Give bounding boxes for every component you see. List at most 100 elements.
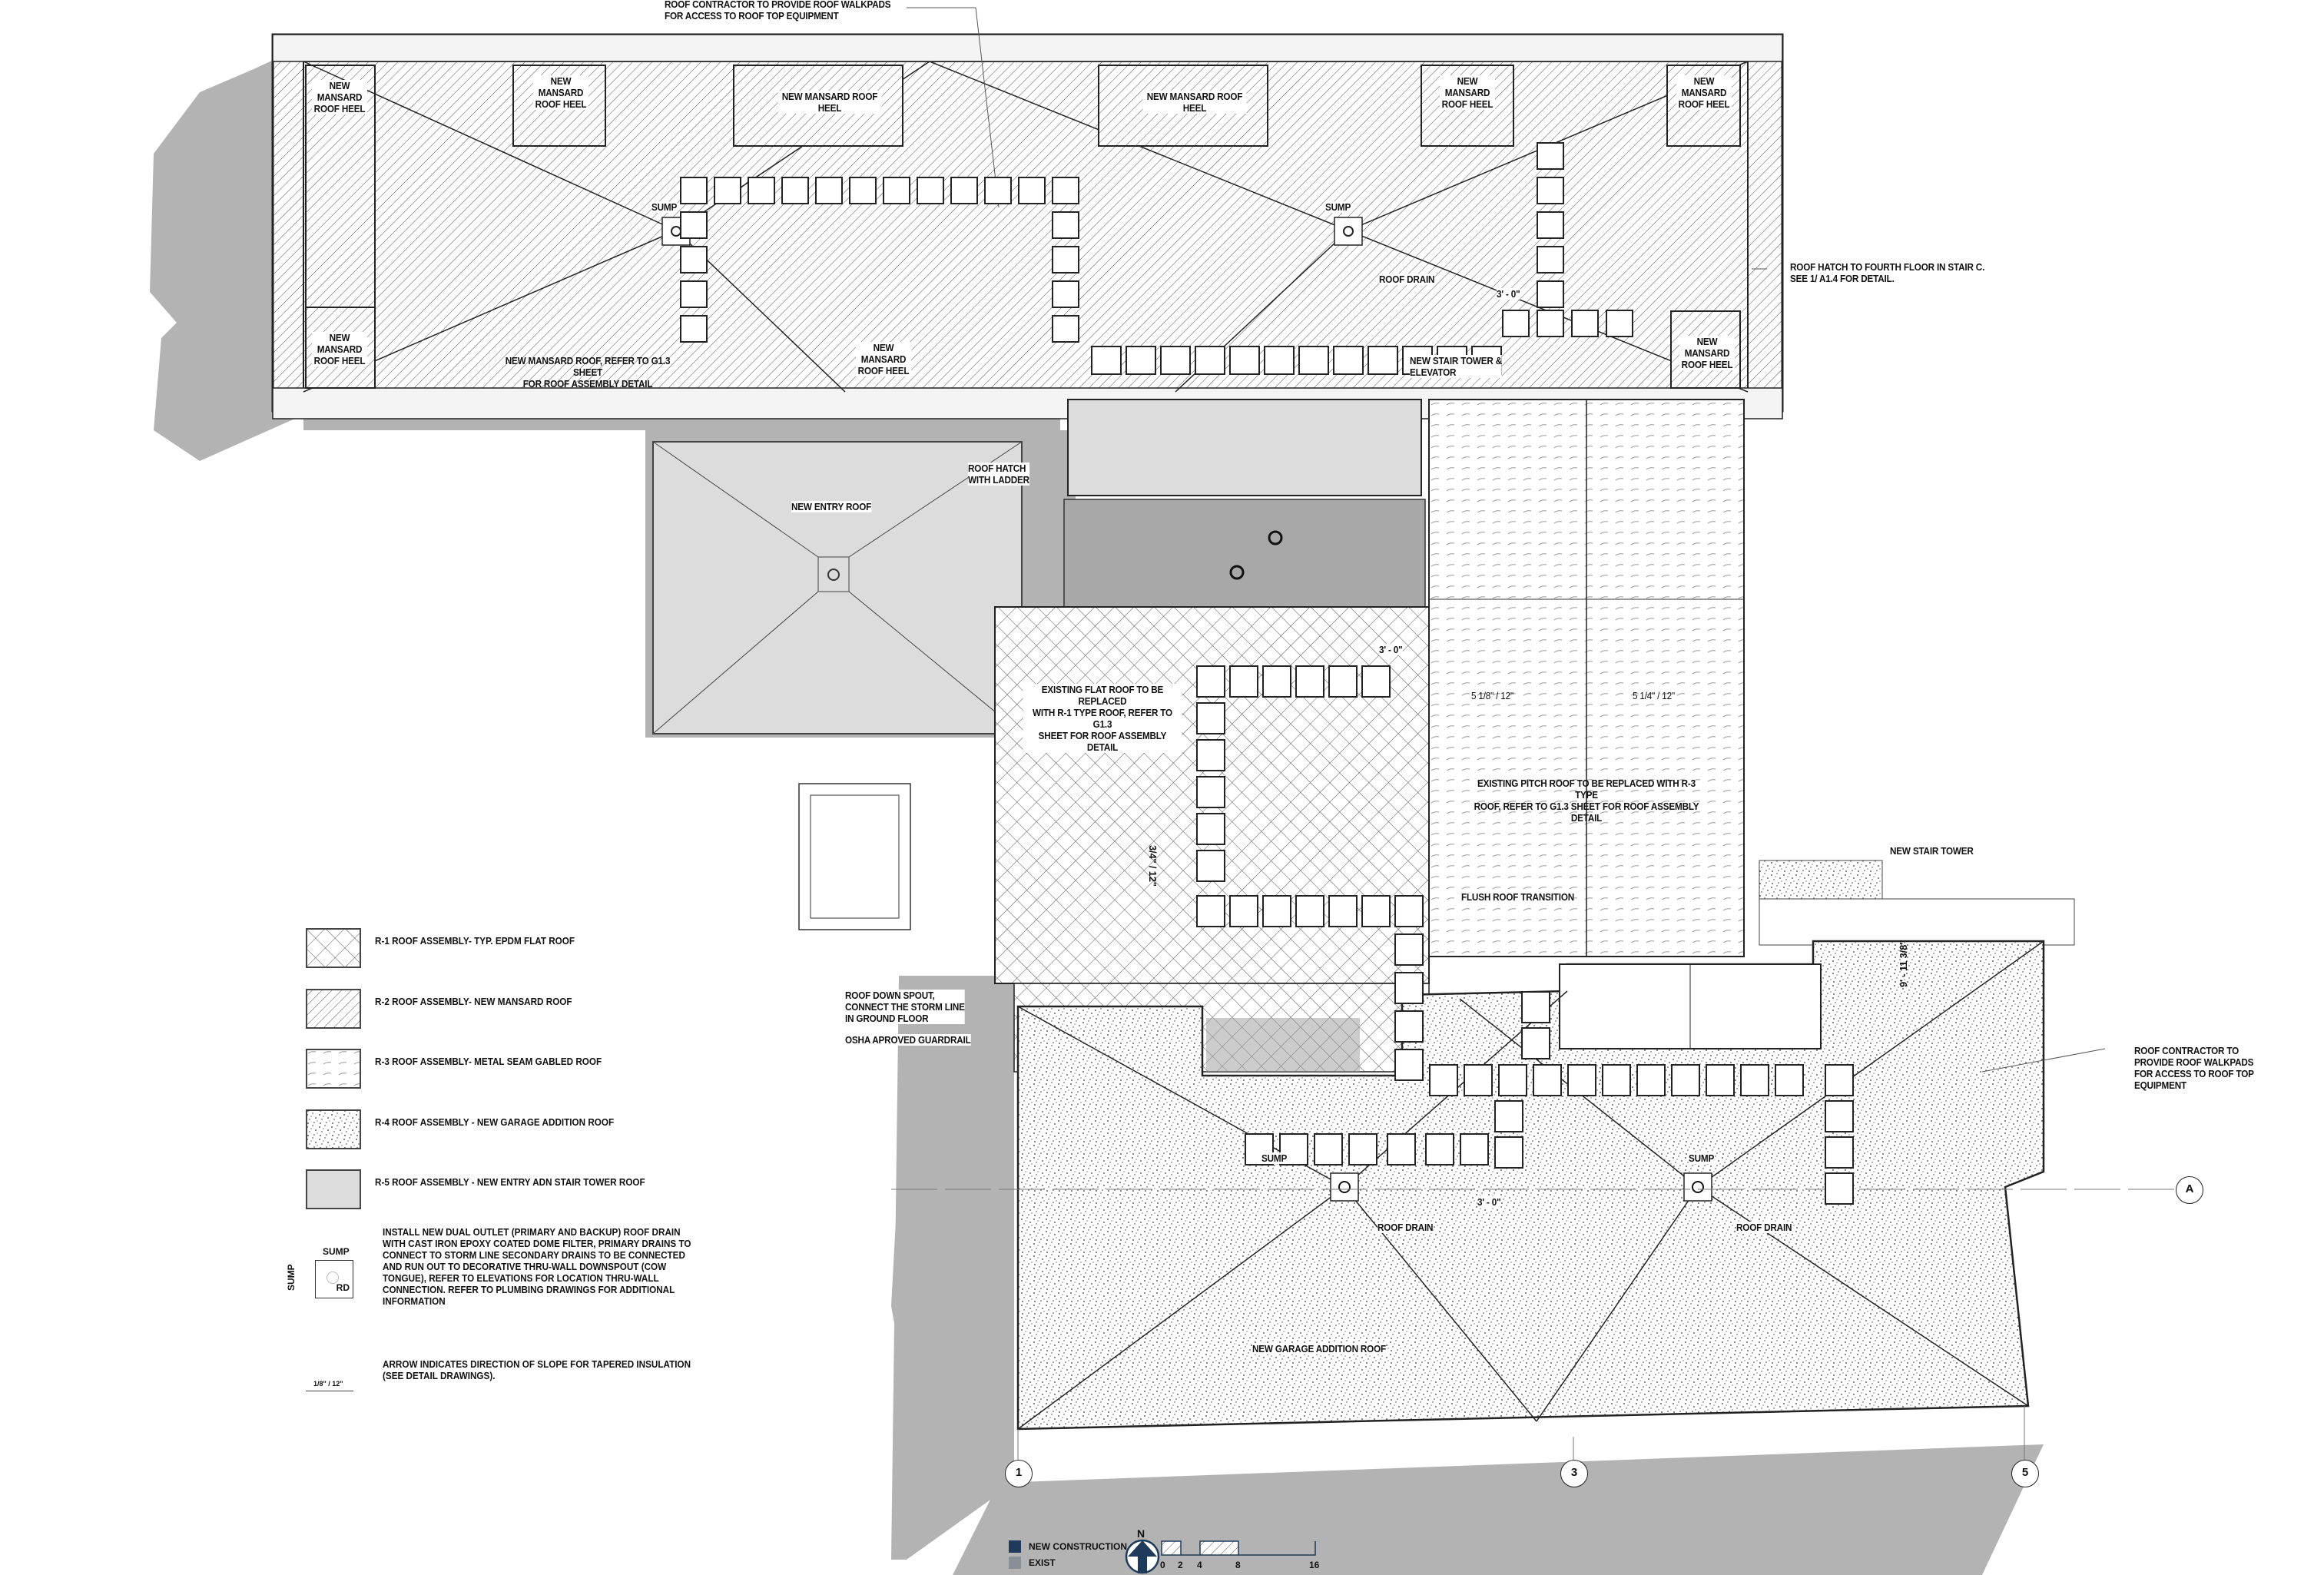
walkpad [748, 177, 775, 204]
north-label: N [1137, 1527, 1145, 1540]
walkpad [1671, 1064, 1700, 1096]
scale-tick: 4 [1197, 1560, 1202, 1570]
walkpad [1196, 850, 1225, 882]
entry-roof-label: NEW ENTRY ROOF [791, 501, 872, 512]
exist-label: EXIST [1029, 1557, 1056, 1568]
walkpad-callout-right: ROOF CONTRACTOR TO PROVIDE ROOF WALKPADS… [2134, 1045, 2254, 1091]
roof-drain-label: ROOF DRAIN [1377, 1222, 1434, 1233]
swatch-r1 [306, 928, 361, 968]
walkpad [680, 246, 708, 274]
downspout-note: ROOF DOWN SPOUT, CONNECT THE STORM LINE … [845, 990, 965, 1024]
walkpad [849, 177, 877, 204]
guardrail-note: OSHA APROVED GUARDRAIL [845, 1034, 971, 1046]
walkpad [1394, 895, 1424, 927]
sump-label: SUMP [651, 201, 678, 213]
walkpad [917, 177, 944, 204]
walkpad [1361, 665, 1391, 698]
walkpad [1394, 1049, 1424, 1081]
walkpad [1196, 702, 1225, 734]
legend-swatches [306, 928, 361, 1209]
grid-bubble-5: 5 [2011, 1460, 2039, 1487]
grid-bubble-3: 3 [1560, 1460, 1588, 1487]
legend-label-r5: R-5 ROOF ASSEMBLY - NEW ENTRY ADN STAIR … [375, 1176, 645, 1188]
walkpad [714, 177, 741, 204]
walkpad [1494, 1100, 1523, 1132]
walkpad [1537, 280, 1564, 308]
walkpad [1425, 1133, 1454, 1166]
slope-label: 3/4" / 12" [1147, 845, 1159, 887]
walkpad [1018, 177, 1046, 204]
north-arrow-icon [1125, 1539, 1160, 1574]
walkpad [1160, 346, 1191, 375]
arrow-slope-label: 1/8" / 12" [313, 1380, 343, 1388]
walkpad [1706, 1064, 1735, 1096]
scale-tick: 8 [1235, 1560, 1241, 1570]
walkpad [1196, 665, 1225, 698]
grid-bubble-a: A [2176, 1176, 2203, 1204]
new-stair-tower-label: NEW STAIR TOWER [1890, 845, 1974, 857]
walkpad [680, 177, 708, 204]
walkpad [1502, 310, 1530, 337]
mansard-heel-label: NEW MANSARD ROOF HEEL [1142, 91, 1247, 114]
pitch-roof-note: EXISTING PITCH ROOF TO BE REPLACED WITH … [1474, 778, 1699, 824]
walkpad [1229, 346, 1260, 375]
walkpad [1537, 310, 1564, 337]
mansard-heel-label: NEW MANSARD ROOF HEEL [777, 91, 882, 114]
walkpad [1537, 211, 1564, 239]
walkpad [1775, 1064, 1804, 1096]
walkpad [1328, 895, 1358, 927]
arrow-note: ARROW INDICATES DIRECTION OF SLOPE FOR T… [383, 1358, 691, 1381]
walkpad [1464, 1064, 1493, 1096]
walkpad [680, 211, 708, 239]
swatch-r2 [306, 989, 361, 1029]
walkpad [781, 177, 809, 204]
walkpad [1494, 1136, 1523, 1169]
drain-target-icon [327, 1272, 339, 1284]
walkpad [1825, 1064, 1854, 1096]
mansard-heel-label: NEW MANSARD ROOF HEEL [1679, 336, 1735, 370]
walkpad [815, 177, 843, 204]
walkpad [1394, 1010, 1424, 1043]
walkpad [1606, 310, 1633, 337]
walkpad [1314, 1133, 1343, 1166]
new-construction-swatch [1009, 1540, 1021, 1553]
walkpad [1052, 280, 1079, 308]
walkpad [1262, 895, 1291, 927]
slope-label-left: 5 1/8" / 12" [1471, 690, 1513, 701]
swatch-r3 [306, 1049, 361, 1089]
walkpad [1825, 1136, 1854, 1169]
sump-label: SUMP [1261, 1152, 1288, 1164]
north-arrow: N [1123, 1527, 1162, 1575]
sump-dim-label: SUMP [323, 1246, 350, 1257]
walkpad [1636, 1064, 1666, 1096]
walkpad [1740, 1064, 1769, 1096]
walkpad [1361, 895, 1391, 927]
walkpad [883, 177, 910, 204]
walkpad [1196, 776, 1225, 808]
scale-tick: 16 [1309, 1560, 1320, 1570]
walkpad [1229, 665, 1258, 698]
dimension-label-vertical: 9' - 11 3/8" [1898, 940, 1909, 987]
walkpad [1295, 895, 1324, 927]
walkpad [680, 315, 708, 343]
walkpad [1196, 739, 1225, 771]
walkpad [1571, 310, 1599, 337]
roof-drain-label: ROOF DRAIN [1379, 274, 1435, 285]
mansard-heel-label: NEW MANSARD ROOF HEEL [312, 80, 367, 114]
walkpad [950, 177, 978, 204]
roof-hatch-label: ROOF HATCH WITH LADDER [968, 463, 1029, 486]
walkpad [1052, 177, 1079, 204]
mansard-roof-note: NEW MANSARD ROOF, REFER TO G1.3 SHEET FO… [505, 355, 671, 390]
sump-label: SUMP [1689, 1152, 1715, 1164]
walkpad [1195, 346, 1225, 375]
walkpad [984, 177, 1012, 204]
walkpad [1394, 972, 1424, 1004]
walkpad [680, 280, 708, 308]
walkpad [1348, 1133, 1377, 1166]
mansard-heel-label: NEW MANSARD ROOF HEEL [856, 342, 911, 376]
walkpad [1126, 346, 1156, 375]
walkpad [1052, 315, 1079, 343]
flush-roof-transition-label: FLUSH ROOF TRANSITION [1461, 891, 1575, 903]
swatch-r5 [306, 1169, 361, 1209]
walkpad [1567, 1064, 1596, 1096]
